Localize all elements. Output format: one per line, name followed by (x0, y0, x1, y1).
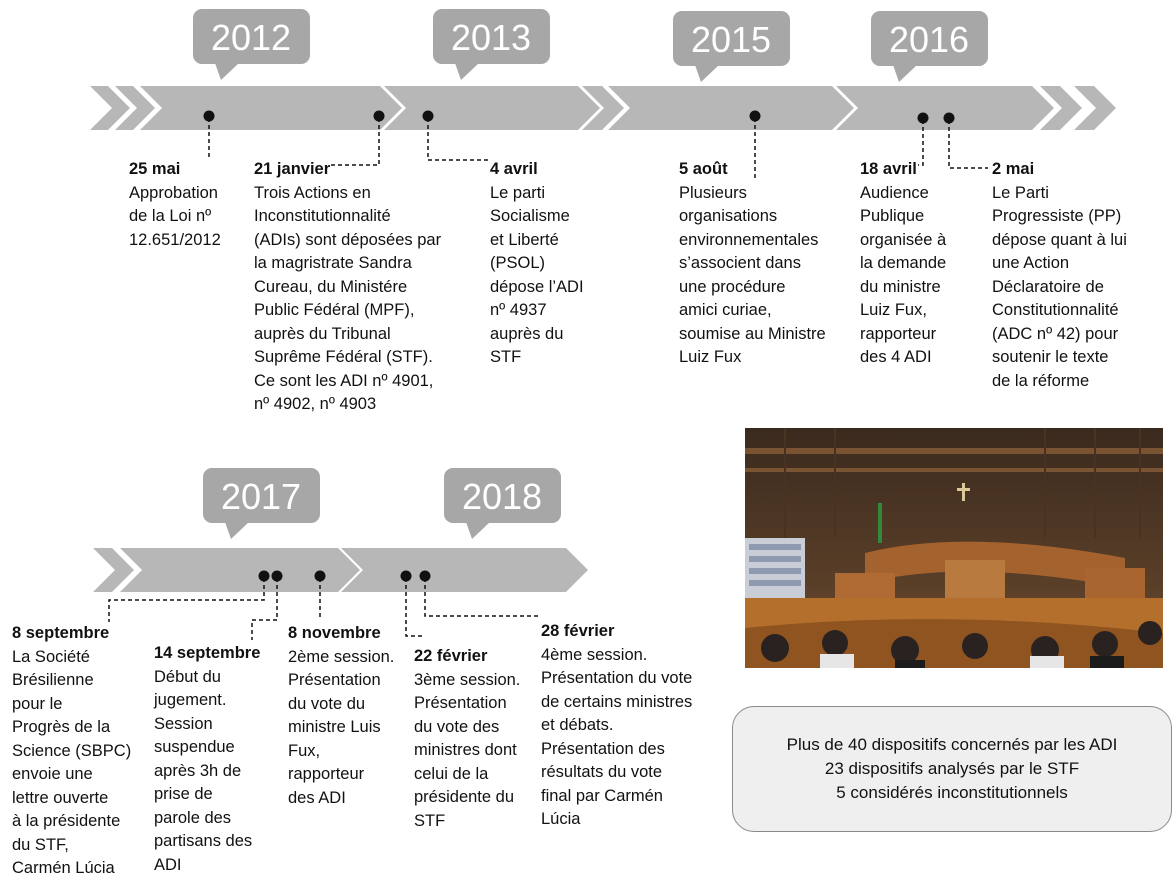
year-bubble-2018: 2018 (444, 468, 561, 539)
event-dot (400, 570, 412, 582)
svg-text:2012: 2012 (211, 17, 291, 58)
event-date: 21 janvier (254, 160, 331, 178)
event-date: 25 mai (129, 160, 181, 178)
svg-text:2013: 2013 (451, 17, 531, 58)
year-bubble-2017: 2017 (203, 468, 320, 539)
timeline-chevron (582, 86, 624, 130)
timeline-chevron (115, 86, 155, 130)
event-date: 8 novembre (288, 624, 381, 642)
connector-22-fevrier (405, 578, 424, 637)
timeline-arrow-segment (341, 548, 588, 592)
event-text: Début du jugement. Session suspendue apr… (154, 667, 253, 874)
event-25-mai: 25 mai Approbation de la Loi nº 12.651/2… (129, 158, 221, 252)
svg-text:2016: 2016 (889, 19, 969, 60)
event-text: La Société Brésilienne pour le Progrès d… (12, 647, 132, 878)
event-text: Trois Actions en Inconstitutionnalité (A… (254, 183, 442, 414)
event-date: 22 février (414, 647, 488, 665)
timeline-arrow-segment (836, 86, 1054, 130)
year-bubble-2016: 2016 (871, 11, 988, 82)
event-8-septembre: 8 septembre La Société Brésilienne pour … (12, 622, 131, 881)
event-connectors-row2 (108, 578, 538, 640)
event-date: 8 septembre (12, 624, 110, 642)
event-dot (943, 112, 955, 124)
event-text: Le Parti Progressiste (PP) dépose quant … (992, 183, 1127, 390)
timeline-chevron (93, 548, 134, 592)
event-date: 28 février (541, 622, 615, 640)
event-21-janvier: 21 janvier Trois Actions en Inconstituti… (254, 158, 441, 417)
timeline-chevron (90, 86, 130, 130)
summary-line-2: 23 dispositifs analysés par le STF (824, 759, 1080, 778)
event-4-avril: 4 avril Le parti Socialisme et Liberté (… (490, 158, 584, 370)
event-dot (422, 110, 434, 122)
event-date: 5 août (679, 160, 728, 178)
connector-8-septembre (108, 578, 265, 622)
connector-18-avril (918, 120, 924, 166)
year-bubble-2015: 2015 (673, 11, 790, 82)
timeline-chevron (1040, 86, 1082, 130)
connector-14-septembre (251, 578, 278, 640)
courtroom-illustration (745, 428, 1163, 668)
event-dot (314, 570, 326, 582)
event-date: 18 avril (860, 160, 917, 178)
timeline-arrow-segment (120, 548, 360, 592)
timeline-arrows-row2 (93, 548, 588, 592)
event-text: 2ème session. Présentation du vote du mi… (288, 647, 395, 807)
connector-4-avril (427, 118, 488, 161)
event-18-avril: 18 avril Audience Publique organisée à l… (860, 158, 946, 370)
event-text: Plusieurs organisations environnementale… (679, 183, 826, 367)
event-dots-row2 (258, 570, 431, 582)
event-text: Le parti Socialisme et Liberté (PSOL) dé… (490, 183, 584, 367)
event-dot (419, 570, 431, 582)
event-22-fevrier: 22 février 3ème session. Présentation du… (414, 645, 520, 833)
event-text: 3ème session. Présentation du vote des m… (414, 670, 521, 830)
svg-text:2017: 2017 (221, 476, 301, 517)
summary-line-3: 5 considérés inconstitutionnels (836, 783, 1068, 802)
connector-21-janvier (330, 118, 380, 166)
timeline-arrow-segment (384, 86, 600, 130)
timeline-arrow-segment (140, 86, 402, 130)
event-dots-row1 (203, 110, 955, 124)
connector-28-fevrier (424, 578, 538, 617)
year-bubble-2013: 2013 (433, 9, 550, 80)
event-dot (749, 110, 761, 122)
event-text: Audience Publique organisée à la demande… (860, 183, 947, 367)
summary-box: Plus de 40 dispositifs concernés par les… (732, 706, 1172, 832)
event-date: 2 mai (992, 160, 1035, 178)
event-connectors-row1 (208, 118, 988, 178)
event-dot (258, 570, 270, 582)
timeline-chevron (1074, 86, 1116, 130)
event-text: 4ème session. Présentation du vote de ce… (541, 645, 693, 829)
courtroom-photo (745, 428, 1163, 668)
event-5-aout: 5 août Plusieurs organisations environne… (679, 158, 826, 370)
event-dot (373, 110, 385, 122)
svg-text:2018: 2018 (462, 476, 542, 517)
event-dot (203, 110, 215, 122)
event-8-novembre: 8 novembre 2ème session. Présentation du… (288, 622, 394, 810)
summary-line-1: Plus de 40 dispositifs concernés par les… (786, 735, 1118, 754)
event-date: 4 avril (490, 160, 538, 178)
event-14-septembre: 14 septembre Début du jugement. Session … (154, 642, 260, 877)
connector-2-mai (948, 120, 988, 169)
event-2-mai: 2 mai Le Parti Progressiste (PP) dépose … (992, 158, 1127, 393)
event-date: 14 septembre (154, 644, 261, 662)
event-text: Approbation de la Loi nº 12.651/2012 (129, 183, 221, 249)
event-dot (271, 570, 283, 582)
timeline-arrows-row1 (90, 86, 1116, 130)
svg-text:2015: 2015 (691, 19, 771, 60)
event-dot (917, 112, 929, 124)
timeline-arrow-segment (608, 86, 854, 130)
year-bubble-2012: 2012 (193, 9, 310, 80)
event-28-fevrier: 28 février 4ème session. Présentation du… (541, 620, 692, 832)
